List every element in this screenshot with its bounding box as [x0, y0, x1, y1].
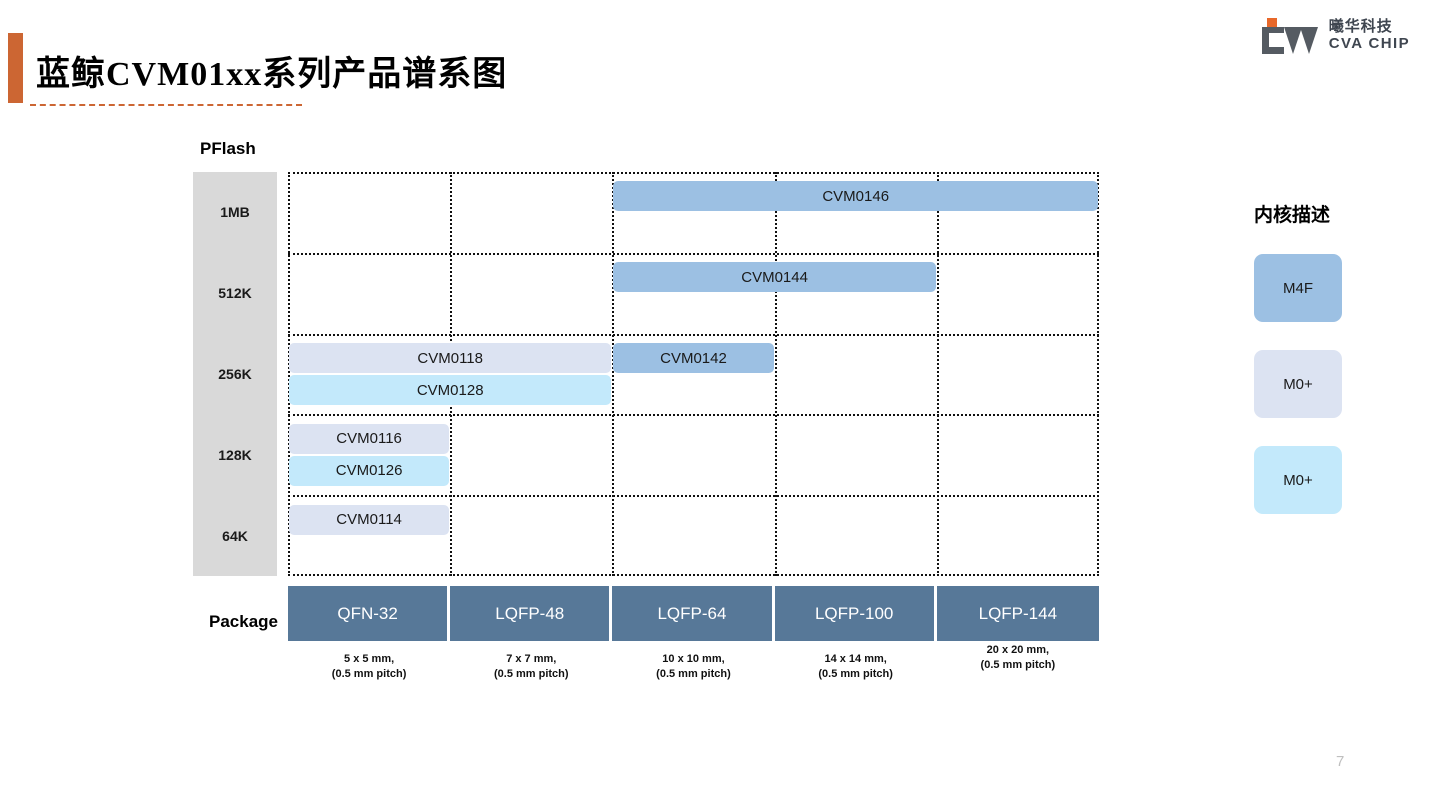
- legend-title: 内核描述: [1254, 205, 1331, 226]
- product-bar-cvm0114[interactable]: CVM0114: [289, 504, 450, 535]
- grid-line-vertical: [1097, 172, 1099, 576]
- package-cell-lqfp-64[interactable]: LQFP-64: [612, 586, 775, 641]
- package-dimension-lqfp-144: 20 x 20 mm, (0.5 mm pitch): [937, 643, 1099, 682]
- package-size: 14 x 14 mm,: [824, 653, 887, 665]
- package-dimensions-row: 5 x 5 mm, (0.5 mm pitch) 7 x 7 mm, (0.5 mm …: [288, 644, 1099, 682]
- package-dimension-qfn-32: 5 x 5 mm, (0.5 mm pitch): [288, 652, 450, 682]
- package-size: 20 x 20 mm,: [986, 644, 1050, 656]
- title-dashed-rule: [30, 104, 302, 106]
- legend-swatch-0-m4f: M4F: [1254, 254, 1342, 322]
- pflash-tick-512k: 512K: [218, 285, 252, 302]
- pflash-tick-256k: 256K: [218, 366, 252, 382]
- grid-line-vertical: [936, 172, 939, 576]
- brand-logo: 曦华科技 CVA CHIP: [1258, 18, 1410, 54]
- page-title: 蓝鲸CVM01xx系列产品谱系图: [36, 56, 508, 93]
- pflash-tick-1mb: 1MB: [220, 204, 250, 221]
- pflash-scale-band: [193, 172, 277, 576]
- package-cell-lqfp-48[interactable]: LQFP-48: [450, 586, 613, 641]
- product-bar-cvm0144[interactable]: CVM0144: [613, 262, 936, 293]
- grid-line-horizontal: [288, 252, 1099, 255]
- package-pitch: (0.5 mm pitch): [818, 667, 893, 680]
- package-cell-lqfp-144[interactable]: LQFP-144: [936, 586, 1099, 641]
- grid-line-horizontal: [288, 495, 1099, 498]
- grid-line-vertical: [450, 172, 453, 576]
- brand-name: 曦华科技 CVA CHIP: [1328, 18, 1410, 53]
- pflash-axis-title: PFlash: [200, 139, 256, 158]
- grid-line-horizontal: [288, 333, 1099, 336]
- package-axis-title: Package: [209, 612, 278, 631]
- legend-swatch-1-m0plus: M0+: [1254, 350, 1342, 418]
- grid-line-horizontal: [288, 414, 1099, 417]
- brand-name-en: CVA CHIP: [1328, 35, 1410, 52]
- brand-name-cn: 曦华科技: [1328, 18, 1393, 36]
- package-dimension-lqfp-64: 10 x 10 mm, (0.5 mm pitch): [612, 652, 774, 682]
- package-size: 10 x 10 mm,: [662, 653, 725, 665]
- package-size: 5 x 5 mm,: [344, 653, 395, 665]
- package-pitch: (0.5 mm pitch): [980, 658, 1056, 671]
- package-pitch: (0.5 mm pitch): [493, 667, 569, 680]
- pflash-tick-64k: 64K: [222, 527, 248, 544]
- grid-line-vertical: [612, 172, 615, 576]
- grid-line-vertical: [774, 172, 777, 576]
- product-bar-cvm0118[interactable]: CVM0118: [289, 343, 612, 373]
- cva-logo-icon: [1258, 18, 1320, 54]
- grid-line-horizontal: [288, 172, 1099, 174]
- package-size: 7 x 7 mm,: [506, 653, 557, 665]
- grid-line-horizontal: [288, 574, 1099, 576]
- package-pitch: (0.5 mm pitch): [656, 667, 731, 680]
- product-bar-cvm0142[interactable]: CVM0142: [613, 343, 774, 373]
- legend-swatch-2-m0plus: M0+: [1254, 446, 1342, 514]
- package-pitch: (0.5 mm pitch): [331, 667, 407, 680]
- product-bar-cvm0126[interactable]: CVM0126: [289, 455, 450, 486]
- pflash-tick-128k: 128K: [218, 446, 252, 463]
- package-dimension-lqfp-100: 14 x 14 mm, (0.5 mm pitch): [775, 652, 937, 682]
- slide-number: 7: [1336, 753, 1345, 770]
- product-bar-cvm0128[interactable]: CVM0128: [289, 375, 612, 405]
- package-cell-lqfp-100[interactable]: LQFP-100: [774, 586, 937, 641]
- product-bar-cvm0146[interactable]: CVM0146: [613, 181, 1098, 212]
- grid-line-vertical: [288, 172, 290, 576]
- product-bar-cvm0116[interactable]: CVM0116: [289, 423, 450, 454]
- title-accent-bar: [8, 33, 23, 103]
- package-cell-qfn-32[interactable]: QFN-32: [288, 586, 451, 641]
- package-dimension-lqfp-48: 7 x 7 mm, (0.5 mm pitch): [450, 652, 612, 682]
